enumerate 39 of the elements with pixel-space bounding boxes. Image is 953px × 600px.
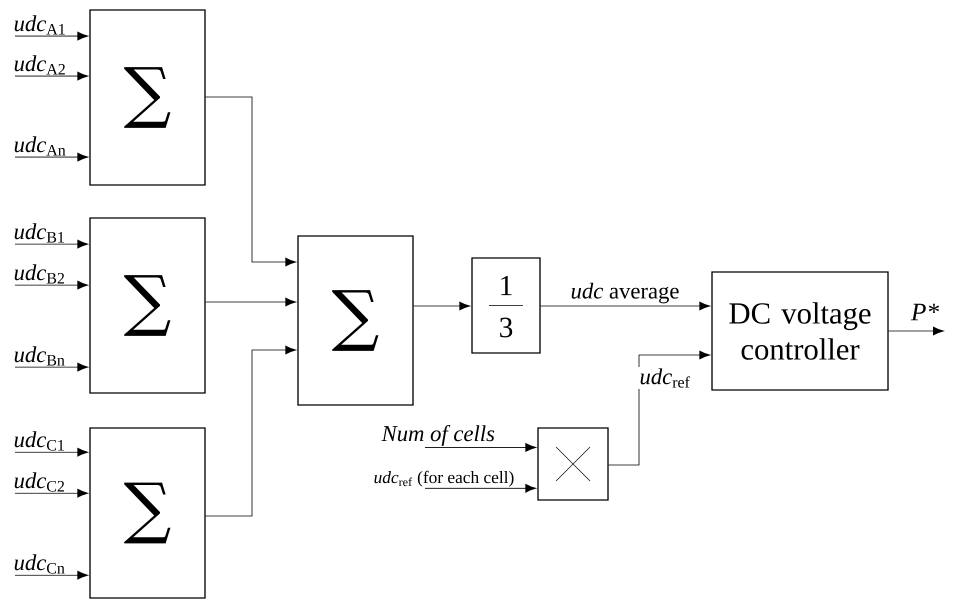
signal-label: udc$_{B2}$ bbox=[14, 264, 64, 284]
signal-label: udc$_{C2}$ bbox=[14, 472, 64, 492]
arrow bbox=[14, 488, 88, 498]
controller-box: DC voltage controller bbox=[711, 271, 889, 391]
edge-label: udc average bbox=[569, 281, 681, 305]
arrow bbox=[14, 448, 88, 457]
arrow bbox=[888, 326, 944, 336]
signal-label: udc$_{C1}$ bbox=[14, 431, 64, 451]
edge-label: P* bbox=[910, 302, 940, 322]
arrow bbox=[413, 302, 470, 310]
arrow bbox=[14, 72, 88, 80]
sum-block: ∑ bbox=[89, 9, 206, 186]
signal-label: udc$_{Cn}$ bbox=[14, 554, 65, 574]
multiplier-box bbox=[537, 427, 609, 501]
arrow bbox=[14, 240, 88, 248]
arrow bbox=[14, 362, 88, 372]
signal-label: Num of cells bbox=[381, 425, 494, 446]
arrow bbox=[14, 570, 88, 580]
arrow bbox=[424, 443, 536, 452]
signal-label: udc$_{A2}$ bbox=[14, 55, 65, 74]
arrow bbox=[205, 346, 296, 516]
sum-block: ∑ bbox=[89, 217, 206, 394]
signal-label: udc$_{A1}$ bbox=[14, 15, 65, 34]
arrow bbox=[608, 350, 710, 466]
arrow bbox=[14, 152, 88, 162]
arrow bbox=[205, 298, 296, 306]
arrow bbox=[14, 32, 88, 40]
arrow bbox=[14, 280, 88, 290]
arrow bbox=[540, 302, 710, 310]
signal-label: udc$_{An}$ bbox=[14, 136, 66, 156]
sum-block: ∑ bbox=[89, 427, 206, 599]
arrow bbox=[424, 484, 536, 493]
signal-label: udc$_{Bn}$ bbox=[14, 346, 65, 366]
gain-box: 1 3 bbox=[471, 257, 541, 354]
signal-label: udc$_{ref}$ (for each cell) bbox=[374, 470, 514, 487]
arrow bbox=[205, 96, 296, 266]
sum-block: ∑ bbox=[297, 235, 414, 406]
edge-label: udc$_{ref}$ bbox=[638, 367, 692, 389]
signal-label: udc$_{B1}$ bbox=[14, 223, 64, 242]
